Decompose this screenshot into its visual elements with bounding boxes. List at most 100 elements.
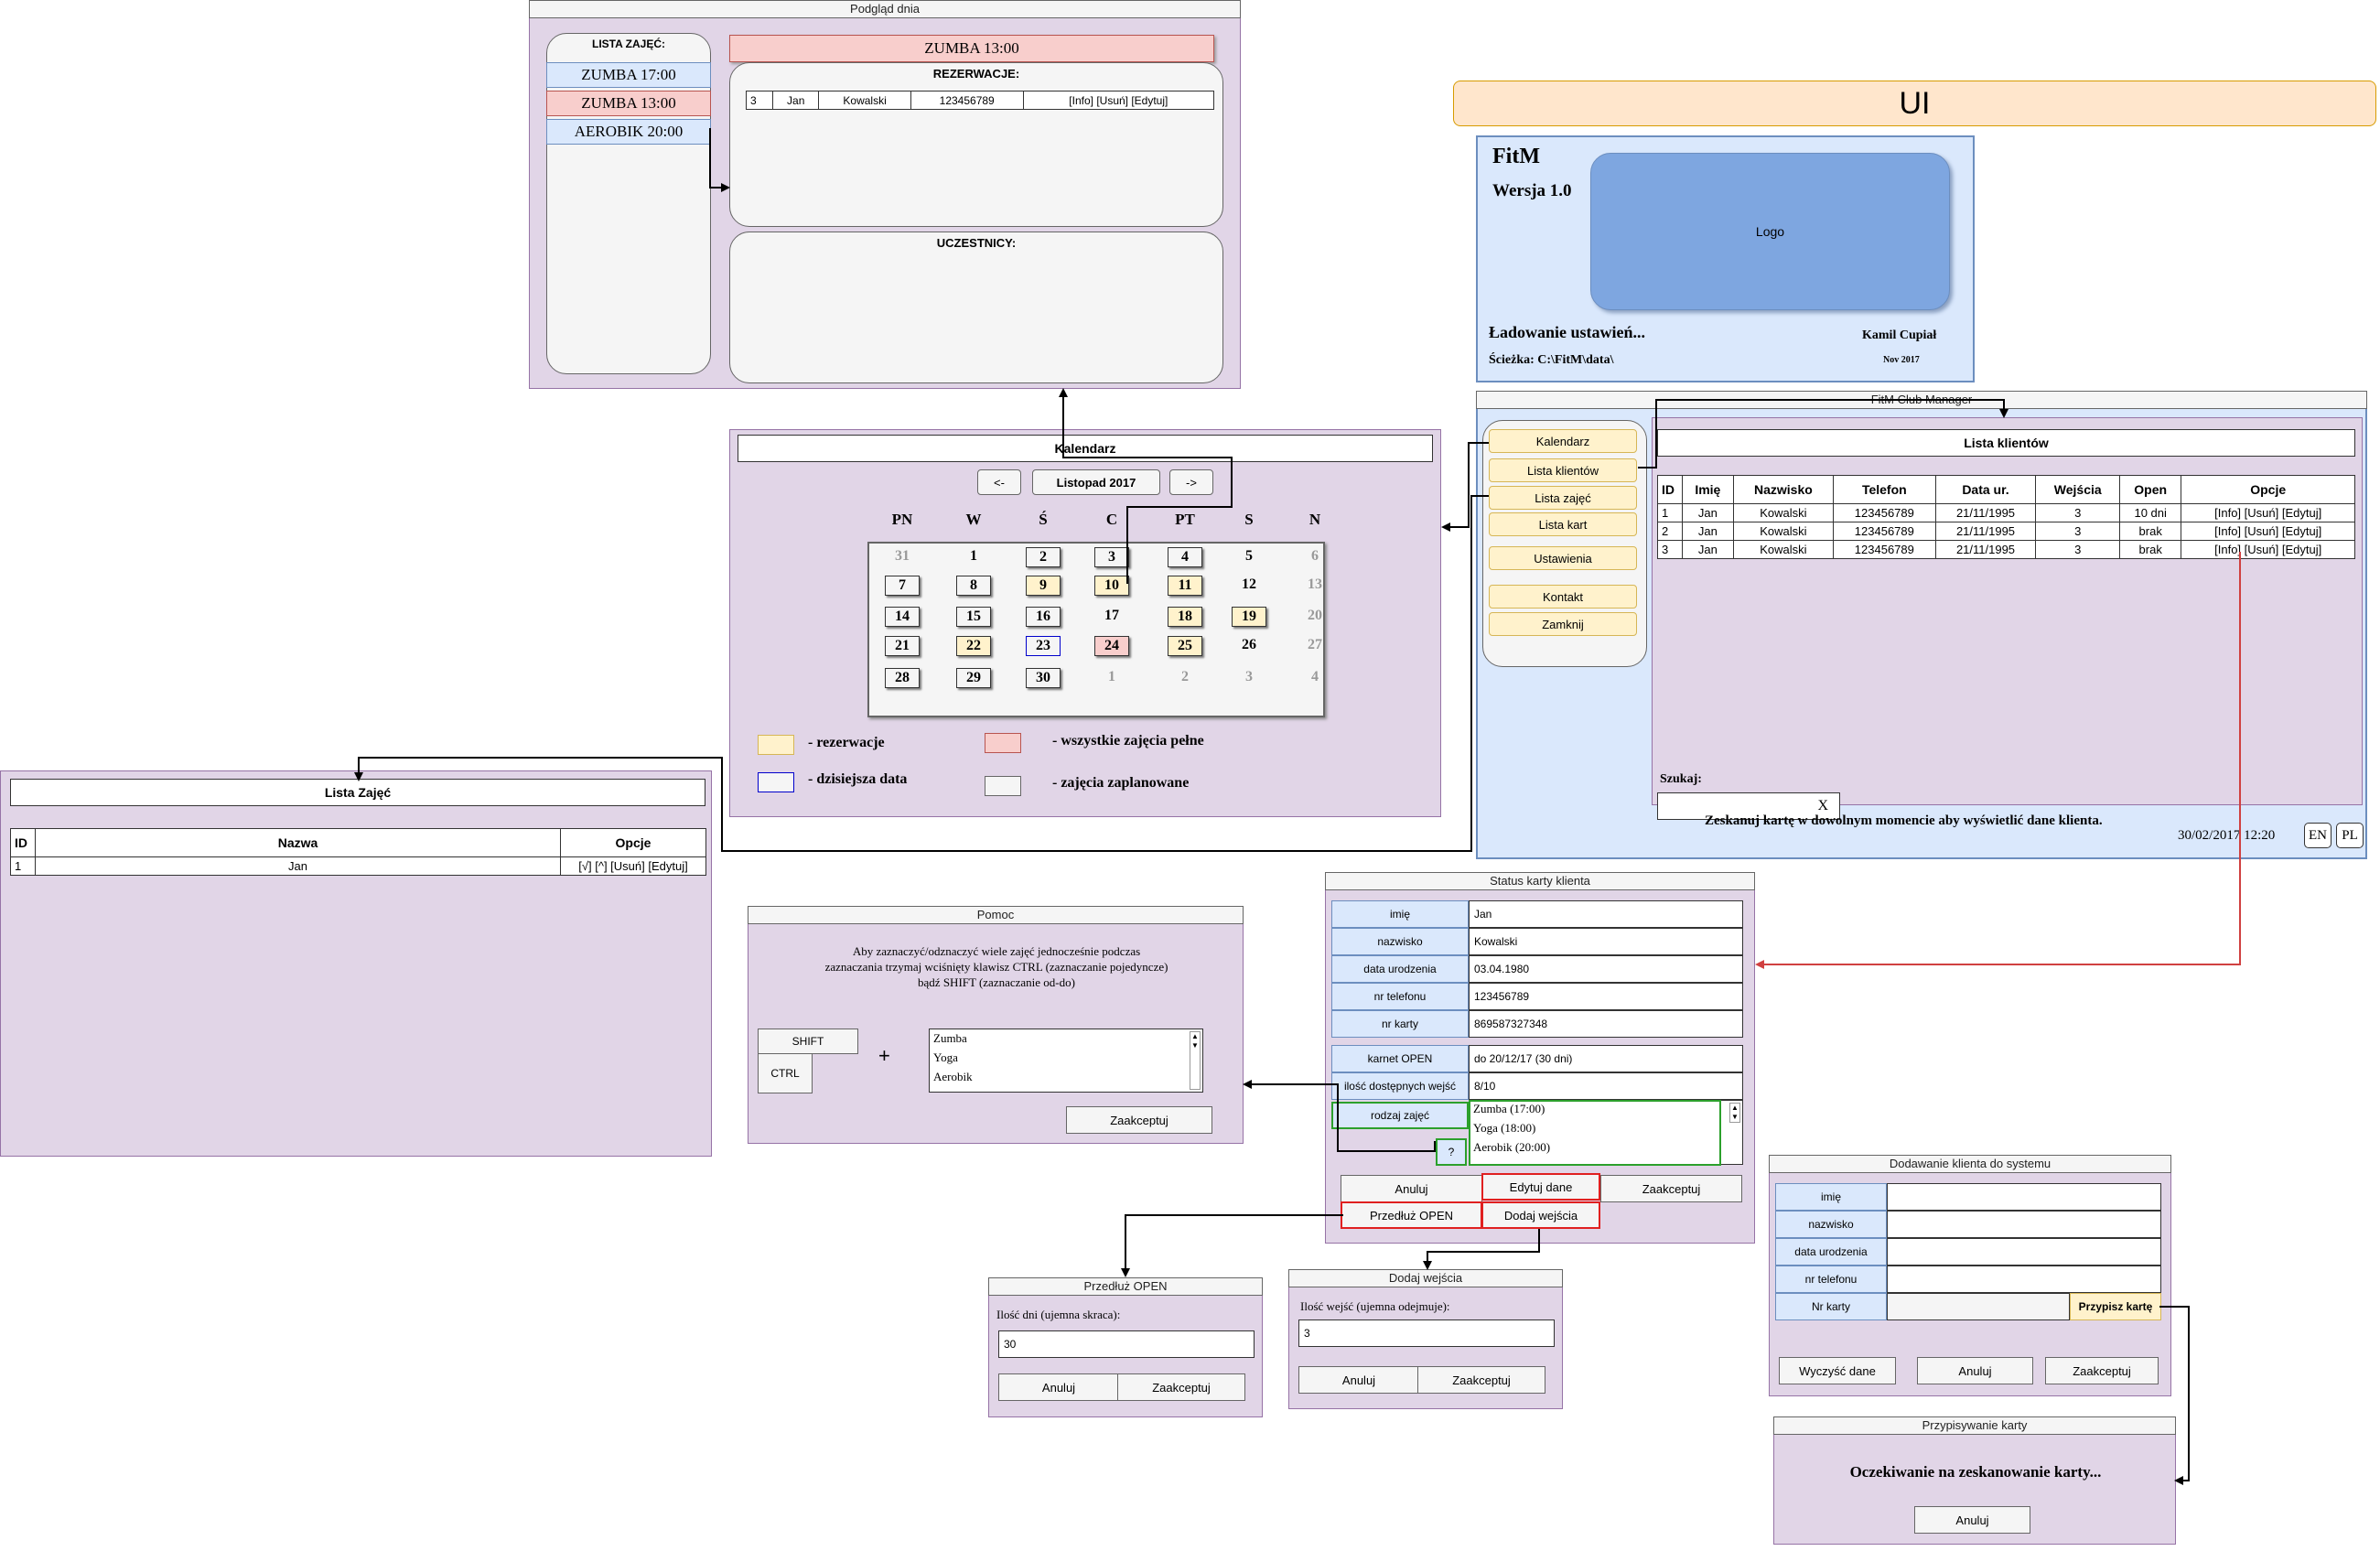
search-input[interactable]: X [1657, 792, 1840, 820]
list-scrollbar[interactable]: ▲▼ [1729, 1103, 1740, 1123]
clear-data-button[interactable]: Wyczyść dane [1779, 1357, 1896, 1384]
calendar-day[interactable]: 22 [956, 636, 991, 656]
add-cancel-button[interactable]: Anuluj [1917, 1357, 2033, 1384]
scan-hint: Zeskanuj kartę w dowolnym momencie aby w… [1705, 813, 2103, 828]
calendar-day[interactable]: 10 [1094, 576, 1129, 596]
menu-item-0[interactable]: Kalendarz [1489, 429, 1637, 453]
calendar-day[interactable]: 1 [1108, 669, 1115, 684]
status-title: Status karty klienta [1325, 872, 1755, 890]
table-row[interactable]: 3 Jan Kowalski 123456789 [Info] [Usuń] [… [746, 91, 1215, 110]
lang-pl-button[interactable]: PL [2336, 823, 2364, 848]
dodawanie-window: Dodawanie klienta do systemu Przypisz ka… [1769, 1155, 2171, 1396]
edit-data-button[interactable]: Edytuj dane [1481, 1173, 1600, 1201]
calendar-day[interactable]: 26 [1242, 637, 1256, 652]
calendar-day[interactable]: 31 [895, 548, 910, 564]
cancel-button[interactable]: Anuluj [1341, 1175, 1482, 1202]
help-accept-button[interactable]: Zaakceptuj [1066, 1106, 1212, 1134]
menu-item-5[interactable]: Kontakt [1489, 585, 1637, 609]
legend-today-label: - dzisiejsza data [808, 771, 908, 787]
dodaj-accept-button[interactable]: Zaakceptuj [1417, 1366, 1545, 1394]
add-field-input[interactable] [1887, 1293, 2070, 1320]
calendar-day[interactable]: 5 [1245, 548, 1253, 564]
waiting-text: Oczekiwanie na zeskanowanie karty... [1849, 1463, 2102, 1481]
calendar-day[interactable]: 4 [1311, 669, 1319, 684]
calendar-day[interactable]: 21 [885, 636, 920, 656]
calendar-day[interactable]: 18 [1168, 607, 1202, 627]
zajecia-opcje[interactable]: [√] [^] [Usuń] [Edytuj] [560, 856, 706, 876]
table-row[interactable]: 1 Jan [√] [^] [Usuń] [Edytuj] [10, 856, 706, 876]
menu-item-1[interactable]: Lista klientów [1489, 458, 1637, 482]
search-clear-icon[interactable]: X [1817, 798, 1828, 813]
calendar-day[interactable]: 27 [1308, 637, 1322, 652]
add-field-input[interactable] [1887, 1238, 2161, 1266]
add-field-input[interactable] [1887, 1211, 2161, 1238]
clients-title: Lista klientów [1657, 429, 2355, 457]
calendar-day[interactable]: 4 [1168, 547, 1202, 567]
res-options[interactable]: [Info] [Usuń] [Edytuj] [1022, 91, 1215, 110]
calendar-day[interactable]: 14 [885, 607, 920, 627]
add-field-input[interactable] [1887, 1183, 2161, 1211]
client-cell[interactable]: [Info] [Usuń] [Edytuj] [2181, 540, 2355, 559]
calendar-day[interactable]: 11 [1168, 576, 1202, 596]
days-input[interactable]: 30 [998, 1330, 1255, 1358]
extend-open-button[interactable]: Przedłuż OPEN [1341, 1201, 1482, 1229]
przedluz-accept-button[interactable]: Zaakceptuj [1117, 1373, 1245, 1401]
calendar-day[interactable]: 29 [956, 668, 991, 688]
entries-label: ilość dostępnych wejść [1331, 1072, 1469, 1100]
calendar-day[interactable]: 25 [1168, 636, 1202, 656]
calendar-day[interactable]: 30 [1026, 668, 1061, 688]
add-field-input[interactable] [1887, 1266, 2161, 1293]
class-item-2[interactable]: AEROBIK 20:00 [546, 119, 711, 145]
legend-full-label: - wszystkie zajęcia pełne [1052, 733, 1204, 749]
calendar-day[interactable]: 12 [1242, 576, 1256, 592]
menu-item-2[interactable]: Lista zajęć [1489, 486, 1637, 510]
weekday-label: N [1308, 511, 1321, 528]
calendar-day[interactable]: 20 [1308, 608, 1322, 623]
class-type-item[interactable]: Aerobik (20:00) [1473, 1140, 1551, 1154]
calendar-day[interactable]: 19 [1232, 607, 1266, 627]
class-type-list[interactable]: Zumba (17:00) Yoga (18:00) Aerobik (20:0… [1469, 1100, 1743, 1166]
calendar-day[interactable]: 13 [1308, 576, 1322, 592]
calendar-day[interactable]: 9 [1026, 576, 1061, 596]
calendar-day[interactable]: 17 [1104, 608, 1119, 623]
calendar-day[interactable]: 3 [1245, 669, 1253, 684]
calendar-day[interactable]: 16 [1026, 607, 1061, 627]
calendar-day[interactable]: 6 [1311, 548, 1319, 564]
calendar-day[interactable]: 24 [1094, 636, 1129, 656]
calendar-day[interactable]: 1 [970, 548, 977, 564]
dodaj-cancel-button[interactable]: Anuluj [1298, 1366, 1419, 1394]
prev-month-button[interactable]: <- [977, 469, 1021, 495]
class-type-item[interactable]: Zumba (17:00) [1473, 1102, 1545, 1115]
lang-en-button[interactable]: EN [2304, 823, 2332, 848]
przedluz-cancel-button[interactable]: Anuluj [998, 1373, 1119, 1401]
calendar-day[interactable]: 28 [885, 668, 920, 688]
calendar-day[interactable]: 23 [1026, 636, 1061, 656]
entries-input[interactable]: 3 [1298, 1319, 1555, 1347]
assign-card-button[interactable]: Przypisz kartę [2070, 1293, 2161, 1320]
calendar-day[interactable]: 8 [956, 576, 991, 596]
class-item-1[interactable]: ZUMBA 13:00 [546, 91, 711, 116]
class-type-item[interactable]: Yoga (18:00) [1473, 1121, 1536, 1135]
add-entries-button[interactable]: Dodaj wejścia [1481, 1201, 1600, 1229]
client-cell: Kowalski [1732, 540, 1835, 559]
legend-reservations-swatch [758, 735, 794, 755]
add-accept-button[interactable]: Zaakceptuj [2045, 1357, 2159, 1384]
client-cell: Jan [1682, 522, 1734, 541]
ui-title: UI [1453, 81, 2376, 126]
calendar-day[interactable]: 2 [1181, 669, 1189, 684]
calendar-day[interactable]: 2 [1026, 547, 1061, 567]
menu-item-3[interactable]: Lista kart [1489, 512, 1637, 536]
menu-item-6[interactable]: Zamknij [1489, 612, 1637, 636]
menu-item-4[interactable]: Ustawienia [1489, 546, 1637, 570]
next-month-button[interactable]: -> [1169, 469, 1213, 495]
entries-input-label: Ilość wejść (ujemna odejmuje): [1300, 1299, 1450, 1313]
class-item-0[interactable]: ZUMBA 17:00 [546, 62, 711, 88]
calendar-day[interactable]: 7 [885, 576, 920, 596]
help-button[interactable]: ? [1436, 1138, 1467, 1166]
calendar-day[interactable]: 15 [956, 607, 991, 627]
calendar-day[interactable]: 3 [1094, 547, 1129, 567]
assign-cancel-button[interactable]: Anuluj [1914, 1506, 2030, 1534]
accept-button[interactable]: Zaakceptuj [1600, 1175, 1742, 1202]
